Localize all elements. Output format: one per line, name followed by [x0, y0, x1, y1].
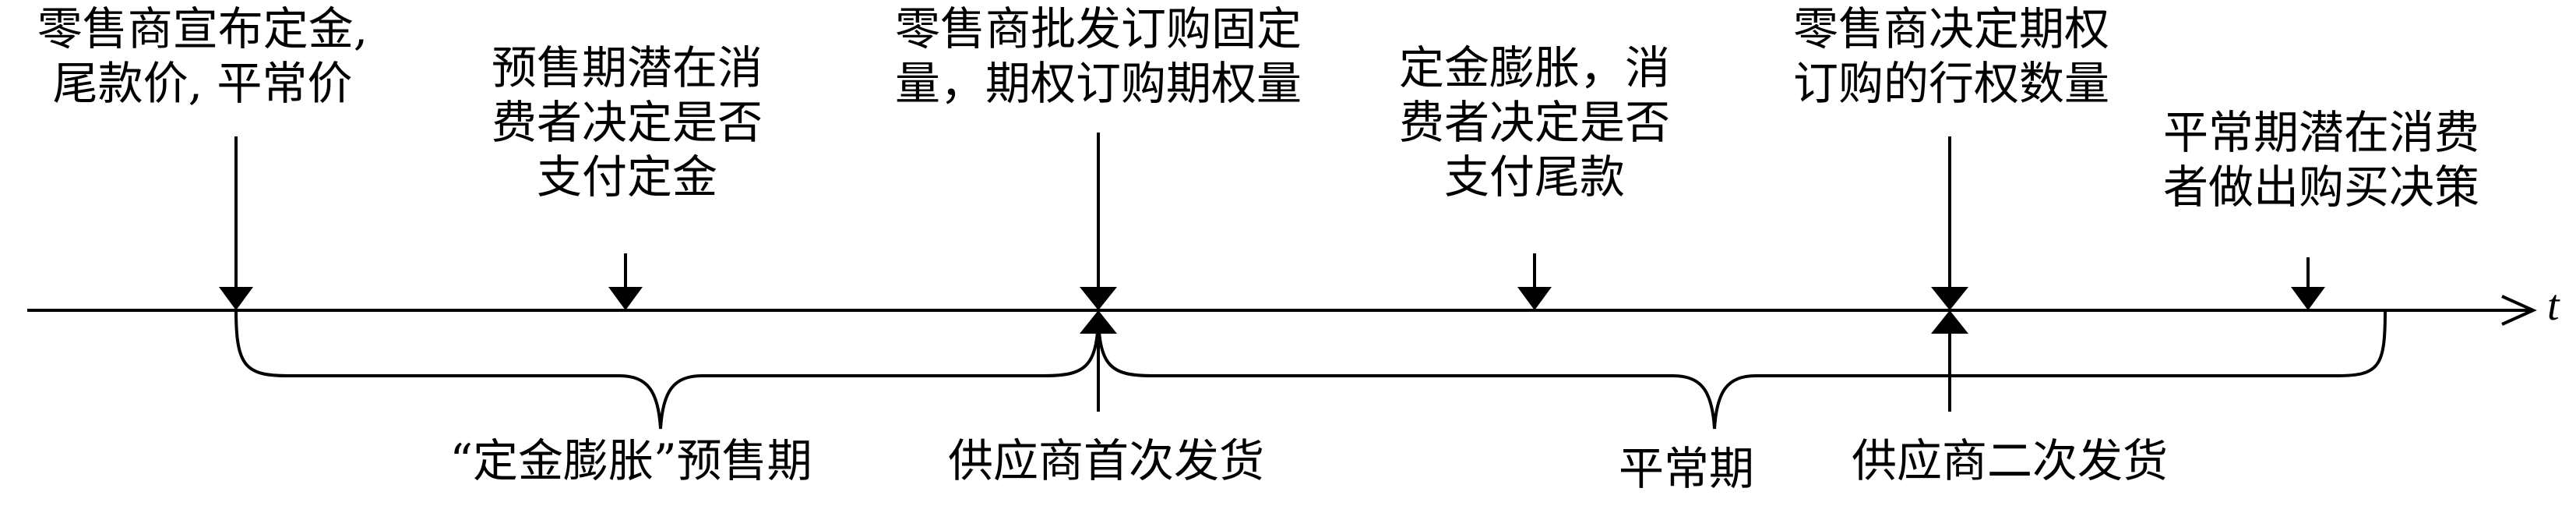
arrow-deposit-head-icon — [608, 287, 643, 310]
event-label-line: 尾款价, 平常价 — [52, 57, 353, 110]
event-label-wholesale: 零售商批发订购固定 量，期权订购期权量 — [822, 2, 1375, 111]
shipment-label-second: 供应商二次发货 — [1851, 434, 2168, 487]
event-label-line: 支付定金 — [536, 150, 717, 203]
event-label-line: 预售期潜在消 — [491, 41, 763, 94]
arrow-second-shipment-head-icon — [1931, 310, 1968, 334]
event-label-line: 订购的行权数量 — [1792, 57, 2109, 110]
event-label-line: 支付尾款 — [1443, 150, 1625, 203]
arrow-balance-head-icon — [1517, 287, 1552, 310]
event-label-announce: 零售商宣布定金, 尾款价, 平常价 — [0, 2, 405, 111]
event-label-line: 零售商批发订购固定 — [894, 2, 1302, 55]
arrow-announce-head-icon — [219, 287, 253, 310]
period-label-regular: 平常期 — [1618, 442, 1754, 495]
event-label-regular-buy: 平常期潜在消费 者做出购买决策 — [2103, 105, 2539, 214]
event-label-line: 者做出购买决策 — [2162, 161, 2479, 214]
arrow-regular-buy-head-icon — [2291, 287, 2325, 310]
arrow-wholesale-head-icon — [1080, 287, 1117, 310]
time-axis-arrowhead-icon — [2501, 295, 2537, 326]
axis-label: t — [2547, 281, 2560, 330]
event-label-exercise: 零售商决定期权 订购的行权数量 — [1725, 2, 2177, 111]
shipment-label-first: 供应商首次发货 — [947, 434, 1264, 487]
brace-regular — [1097, 310, 2387, 430]
event-label-line: 定金膨胀，消 — [1398, 41, 1670, 94]
event-label-line: 零售商决定期权 — [1792, 2, 2109, 55]
event-label-line: 费者决定是否 — [1398, 96, 1670, 149]
event-label-line: 平常期潜在消费 — [2162, 106, 2479, 159]
brace-presale — [234, 310, 1100, 430]
period-label-presale: “定金膨胀”预售期 — [449, 434, 812, 487]
event-label-line: 零售商宣布定金, — [37, 2, 368, 55]
event-label-line: 费者决定是否 — [491, 96, 763, 149]
event-label-deposit: 预售期潜在消 费者决定是否 支付定金 — [432, 41, 822, 204]
event-label-balance: 定金膨胀，消 费者决定是否 支付尾款 — [1340, 41, 1729, 204]
event-label-line: 量，期权订购期权量 — [894, 57, 1302, 110]
arrow-exercise-head-icon — [1931, 287, 1968, 310]
